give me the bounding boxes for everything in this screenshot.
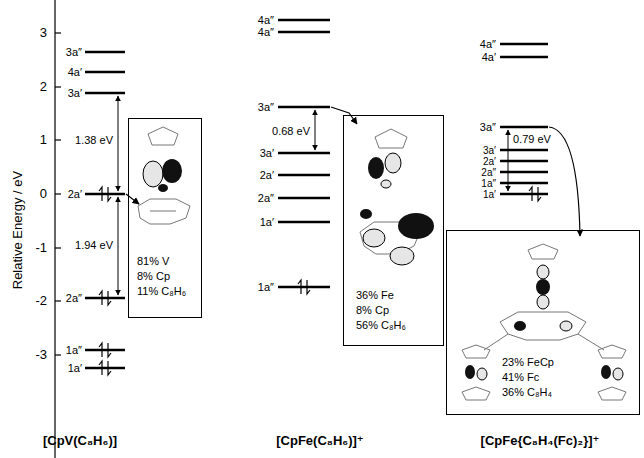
orbital-label: 4a″: [480, 38, 496, 50]
orbital-label: 1a′: [260, 216, 274, 228]
orbital-label: 1a′: [483, 189, 496, 200]
energy-level: [500, 149, 548, 152]
energy-level: [278, 19, 330, 22]
composition-line: 41% Fc: [502, 370, 639, 385]
orbital-label: 2a″: [66, 292, 82, 304]
energy-level: [85, 349, 125, 352]
energy-level: [278, 286, 330, 289]
energy-level: [85, 193, 125, 196]
orbital-label: 1a″: [481, 178, 496, 189]
leader-arrows: [126, 107, 580, 236]
orbital-label: 1a″: [258, 281, 274, 293]
tick-label: -3: [35, 348, 47, 362]
energy-level: [278, 152, 330, 155]
electron-pair: [99, 187, 111, 201]
orbital-label: 2a′: [483, 156, 496, 167]
axis-tick: [55, 139, 61, 140]
tick-label: -2: [35, 294, 47, 308]
energy-level: [500, 126, 548, 129]
composition-line: 8% Cp: [356, 303, 443, 318]
orbital-label: 2a″: [481, 167, 496, 178]
tick-label: 2: [40, 80, 47, 94]
energy-level: [500, 56, 548, 59]
orbital-label: 1a′: [68, 362, 82, 374]
axis-tick: [55, 354, 61, 355]
energy-level: [278, 106, 330, 109]
energy-level: [85, 297, 125, 300]
tick-label: 1: [40, 133, 47, 147]
orbital-label: 2a′: [260, 169, 274, 181]
energy-level: [85, 367, 125, 370]
energy-axis: [55, 0, 61, 458]
composition-line: 36% Fe: [356, 288, 443, 303]
composition-line: 8% Cp: [137, 269, 201, 284]
orbital-label: 3a′: [483, 145, 496, 156]
compound-name: [CpFe{C₈H₄(Fc)₂}]⁺: [481, 434, 600, 448]
axis-title: Relative Energy / eV: [11, 171, 25, 290]
tick-label: 0: [40, 187, 47, 201]
orbital-label: 4a″: [258, 26, 274, 38]
energy-level: [85, 92, 125, 95]
energy-level: [500, 160, 548, 163]
orbital-inset: 23% FeCp41% Fc36% C₈H₄: [446, 230, 640, 415]
energy-gap: 0.79 eV: [513, 133, 551, 145]
electron-pair: [99, 291, 111, 305]
orbital-label: 3a′: [260, 147, 274, 159]
tick-label: 3: [40, 26, 47, 40]
composition-line: 11% C₈H₆: [137, 284, 201, 299]
composition-line: 56% C₈H₆: [356, 318, 443, 333]
energy-gap: 1.38 eV: [75, 134, 113, 146]
electron-pair: [529, 187, 541, 201]
orbital-plot-3: [462, 244, 626, 400]
gap-arrows: [118, 96, 508, 295]
orbital-label: 2a′: [68, 188, 82, 200]
energy-level: [278, 197, 330, 200]
axis-tick: [55, 32, 61, 33]
compound-name: [CpFe(C₈H₆)]⁺: [276, 434, 363, 448]
energy-gap: 1.94 eV: [75, 239, 113, 251]
orbital-label: 4a′: [68, 66, 82, 78]
orbital-label: 3a″: [66, 46, 82, 58]
tick-label: -1: [35, 241, 47, 255]
orbital-inset: 81% V8% Cp11% C₈H₆: [128, 118, 202, 318]
energy-level: [278, 31, 330, 34]
energy-level: [500, 193, 548, 196]
composition-line: 81% V: [137, 254, 201, 269]
energy-level: [500, 171, 548, 174]
axis-tick: [55, 86, 61, 87]
energy-level: [85, 51, 125, 54]
orbital-plot-1: [138, 127, 190, 224]
orbital-label: 3a″: [480, 121, 496, 133]
composition-line: 36% C₈H₄: [502, 385, 639, 400]
electron-pair: [298, 280, 310, 294]
energy-level: [278, 174, 330, 177]
orbital-plot-2: [360, 129, 434, 265]
orbital-label: 4a′: [482, 51, 496, 63]
energy-level: [278, 221, 330, 224]
axis-tick: [55, 247, 61, 248]
compound-name: [CpV(C₈H₆)]: [43, 434, 117, 448]
energy-levels: [85, 20, 548, 375]
energy-level: [500, 43, 548, 46]
electron-pair: [99, 343, 111, 357]
orbital-label: 1a″: [66, 344, 82, 356]
orbital-label: 2a″: [258, 192, 274, 204]
orbital-label: 4a″: [258, 14, 274, 26]
energy-gap: 0.68 eV: [272, 125, 310, 137]
orbital-inset: 36% Fe8% Cp56% C₈H₆: [343, 115, 444, 346]
axis-tick: [55, 193, 61, 194]
orbital-label: 3a″: [258, 101, 274, 113]
axis-tick: [55, 300, 61, 301]
orbital-label: 3a′: [68, 87, 82, 99]
energy-level: [85, 71, 125, 74]
energy-level: [500, 182, 548, 185]
composition-line: 23% FeCp: [502, 355, 639, 370]
electron-pair: [99, 361, 111, 375]
